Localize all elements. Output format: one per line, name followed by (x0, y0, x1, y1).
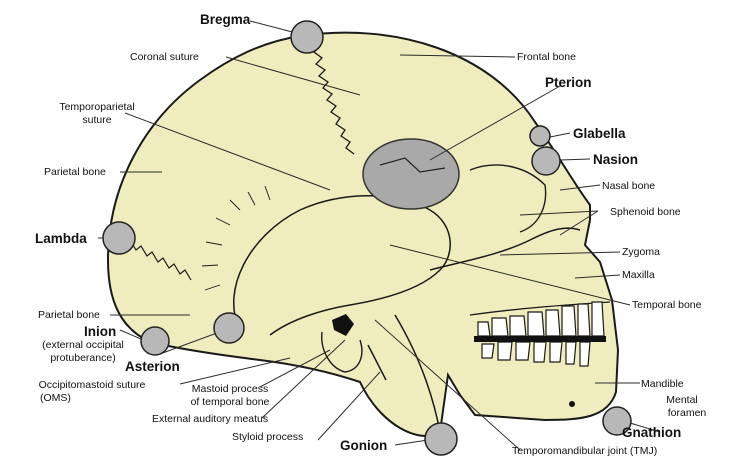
inion-marker (140, 326, 170, 356)
asterion-marker (213, 312, 245, 344)
mandible-label: Mandible (641, 378, 684, 390)
leader-lines (98, 20, 661, 451)
glabella-marker (529, 125, 551, 147)
lambda-marker (102, 221, 136, 255)
sphenoid-bone-label: Sphenoid bone (610, 206, 681, 218)
asterion-label: Asterion (125, 359, 180, 374)
lambdoid-suture-line (129, 239, 192, 281)
external-auditory-meatus (332, 314, 354, 336)
zygoma-label: Zygoma (622, 246, 660, 258)
styloid-process-label: Styloid process (232, 431, 304, 443)
zygomatic-arch (429, 227, 581, 271)
tmj-label: Temporomandibular joint (TMJ) (512, 445, 658, 457)
glabella-label: Glabella (573, 126, 626, 141)
pterion-label: Pterion (545, 75, 592, 90)
mastoid-label-1: Mastoid process (191, 383, 269, 395)
bite-gap (474, 336, 606, 342)
mandible-ramus (394, 314, 441, 433)
mental-foramen-label-1: Mental (666, 394, 698, 406)
teeth (477, 301, 605, 367)
occipitomastoid-label-2: (OMS) (40, 392, 71, 404)
maxilla-label: Maxilla (622, 269, 655, 281)
temporoparietal-striations (201, 185, 271, 291)
pterion-suture (379, 157, 446, 173)
bregma-marker (290, 20, 324, 54)
landmark-circles (102, 20, 632, 456)
parietal-bone-low-label: Parietal bone (38, 309, 100, 321)
temporoparietal-label-1: Temporoparietal (59, 101, 135, 113)
mastoid-process (321, 331, 363, 373)
occipitomastoid-label-1: Occipitomastoid suture (38, 379, 146, 391)
mental-foramen-label-2: foramen (667, 407, 707, 419)
frontal-bone-label: Frontal bone (517, 51, 576, 63)
nasion-marker (531, 146, 561, 176)
temporal-squama (233, 195, 451, 336)
coronal-suture-line (311, 39, 355, 155)
gonion-label: Gonion (340, 438, 388, 453)
parietal-bone-top-label: Parietal bone (44, 166, 106, 178)
styloid-process (367, 344, 387, 381)
orbit-outline (469, 164, 547, 233)
gnathion-label: Gnathion (622, 425, 682, 440)
temporal-bone-label: Temporal bone (632, 299, 702, 311)
inion-note-2: protuberance) (50, 352, 116, 364)
mastoid-label-2: of temporal bone (190, 396, 270, 408)
coronal-suture-label: Coronal suture (130, 51, 199, 63)
temporoparietal-label-2: suture (82, 114, 112, 126)
external-auditory-meatus-label: External auditory meatus (152, 413, 269, 425)
gnathion-marker (602, 406, 632, 436)
bregma-label: Bregma (200, 12, 251, 27)
nasion-label: Nasion (593, 152, 639, 167)
gonion-marker (424, 422, 458, 456)
mental-foramen-dot (569, 401, 575, 407)
nasal-bone-label: Nasal bone (602, 180, 656, 192)
inion-label: Inion (84, 324, 117, 339)
pterion-region (362, 138, 460, 210)
lambda-label: Lambda (35, 231, 87, 246)
inion-note-1: (external occipital (42, 339, 124, 351)
